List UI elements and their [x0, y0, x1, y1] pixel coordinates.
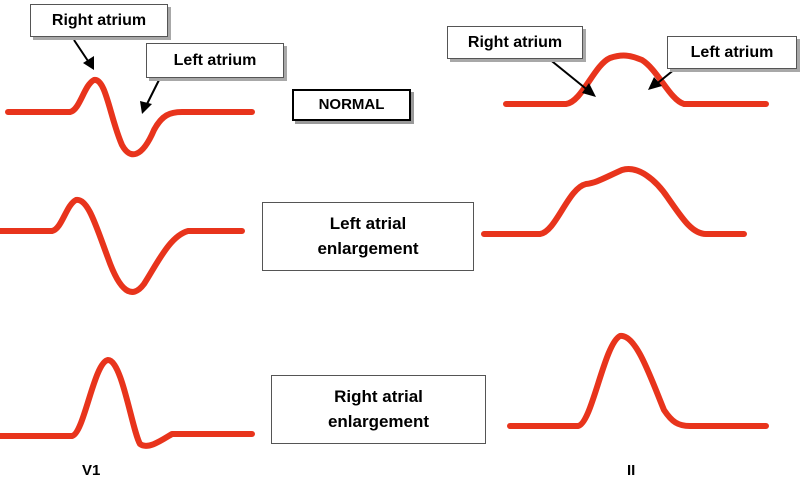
- ii-left-atrium-callout: Left atrium: [667, 36, 797, 69]
- v1-right-atrium-callout: Right atrium: [30, 4, 168, 37]
- v1-left-atrial-enlargement-p-wave: [0, 197, 245, 295]
- ii-right-atrium-arrow: [547, 57, 591, 93]
- normal-label: NORMAL: [292, 89, 411, 121]
- v1-left-atrium-callout: Left atrium: [146, 43, 284, 78]
- v1-left-atrium-arrow: [145, 77, 161, 107]
- v1-right-atrium-arrow: [73, 39, 91, 65]
- left-atrial-enlargement-label: Left atrial enlargement: [262, 202, 474, 271]
- v1-right-atrial-enlargement-p-wave: [0, 357, 255, 449]
- v1-normal-p-wave: [5, 77, 255, 158]
- ii-left-atrium-arrowhead: [648, 77, 662, 90]
- right-atrial-enlargement-label: Right atrial enlargement: [271, 375, 486, 444]
- v1-left-atrium-arrowhead: [140, 101, 152, 114]
- lead-ii-label: II: [627, 462, 636, 479]
- ii-right-atrial-enlargement-p-wave: [507, 333, 769, 429]
- ii-right-atrium-arrowhead: [582, 83, 596, 97]
- ii-left-atrial-enlargement-p-wave: [481, 166, 747, 237]
- lead-v1-label: V1: [82, 462, 101, 479]
- v1-right-atrium-arrowhead: [83, 56, 94, 70]
- ii-right-atrium-callout: Right atrium: [447, 26, 583, 59]
